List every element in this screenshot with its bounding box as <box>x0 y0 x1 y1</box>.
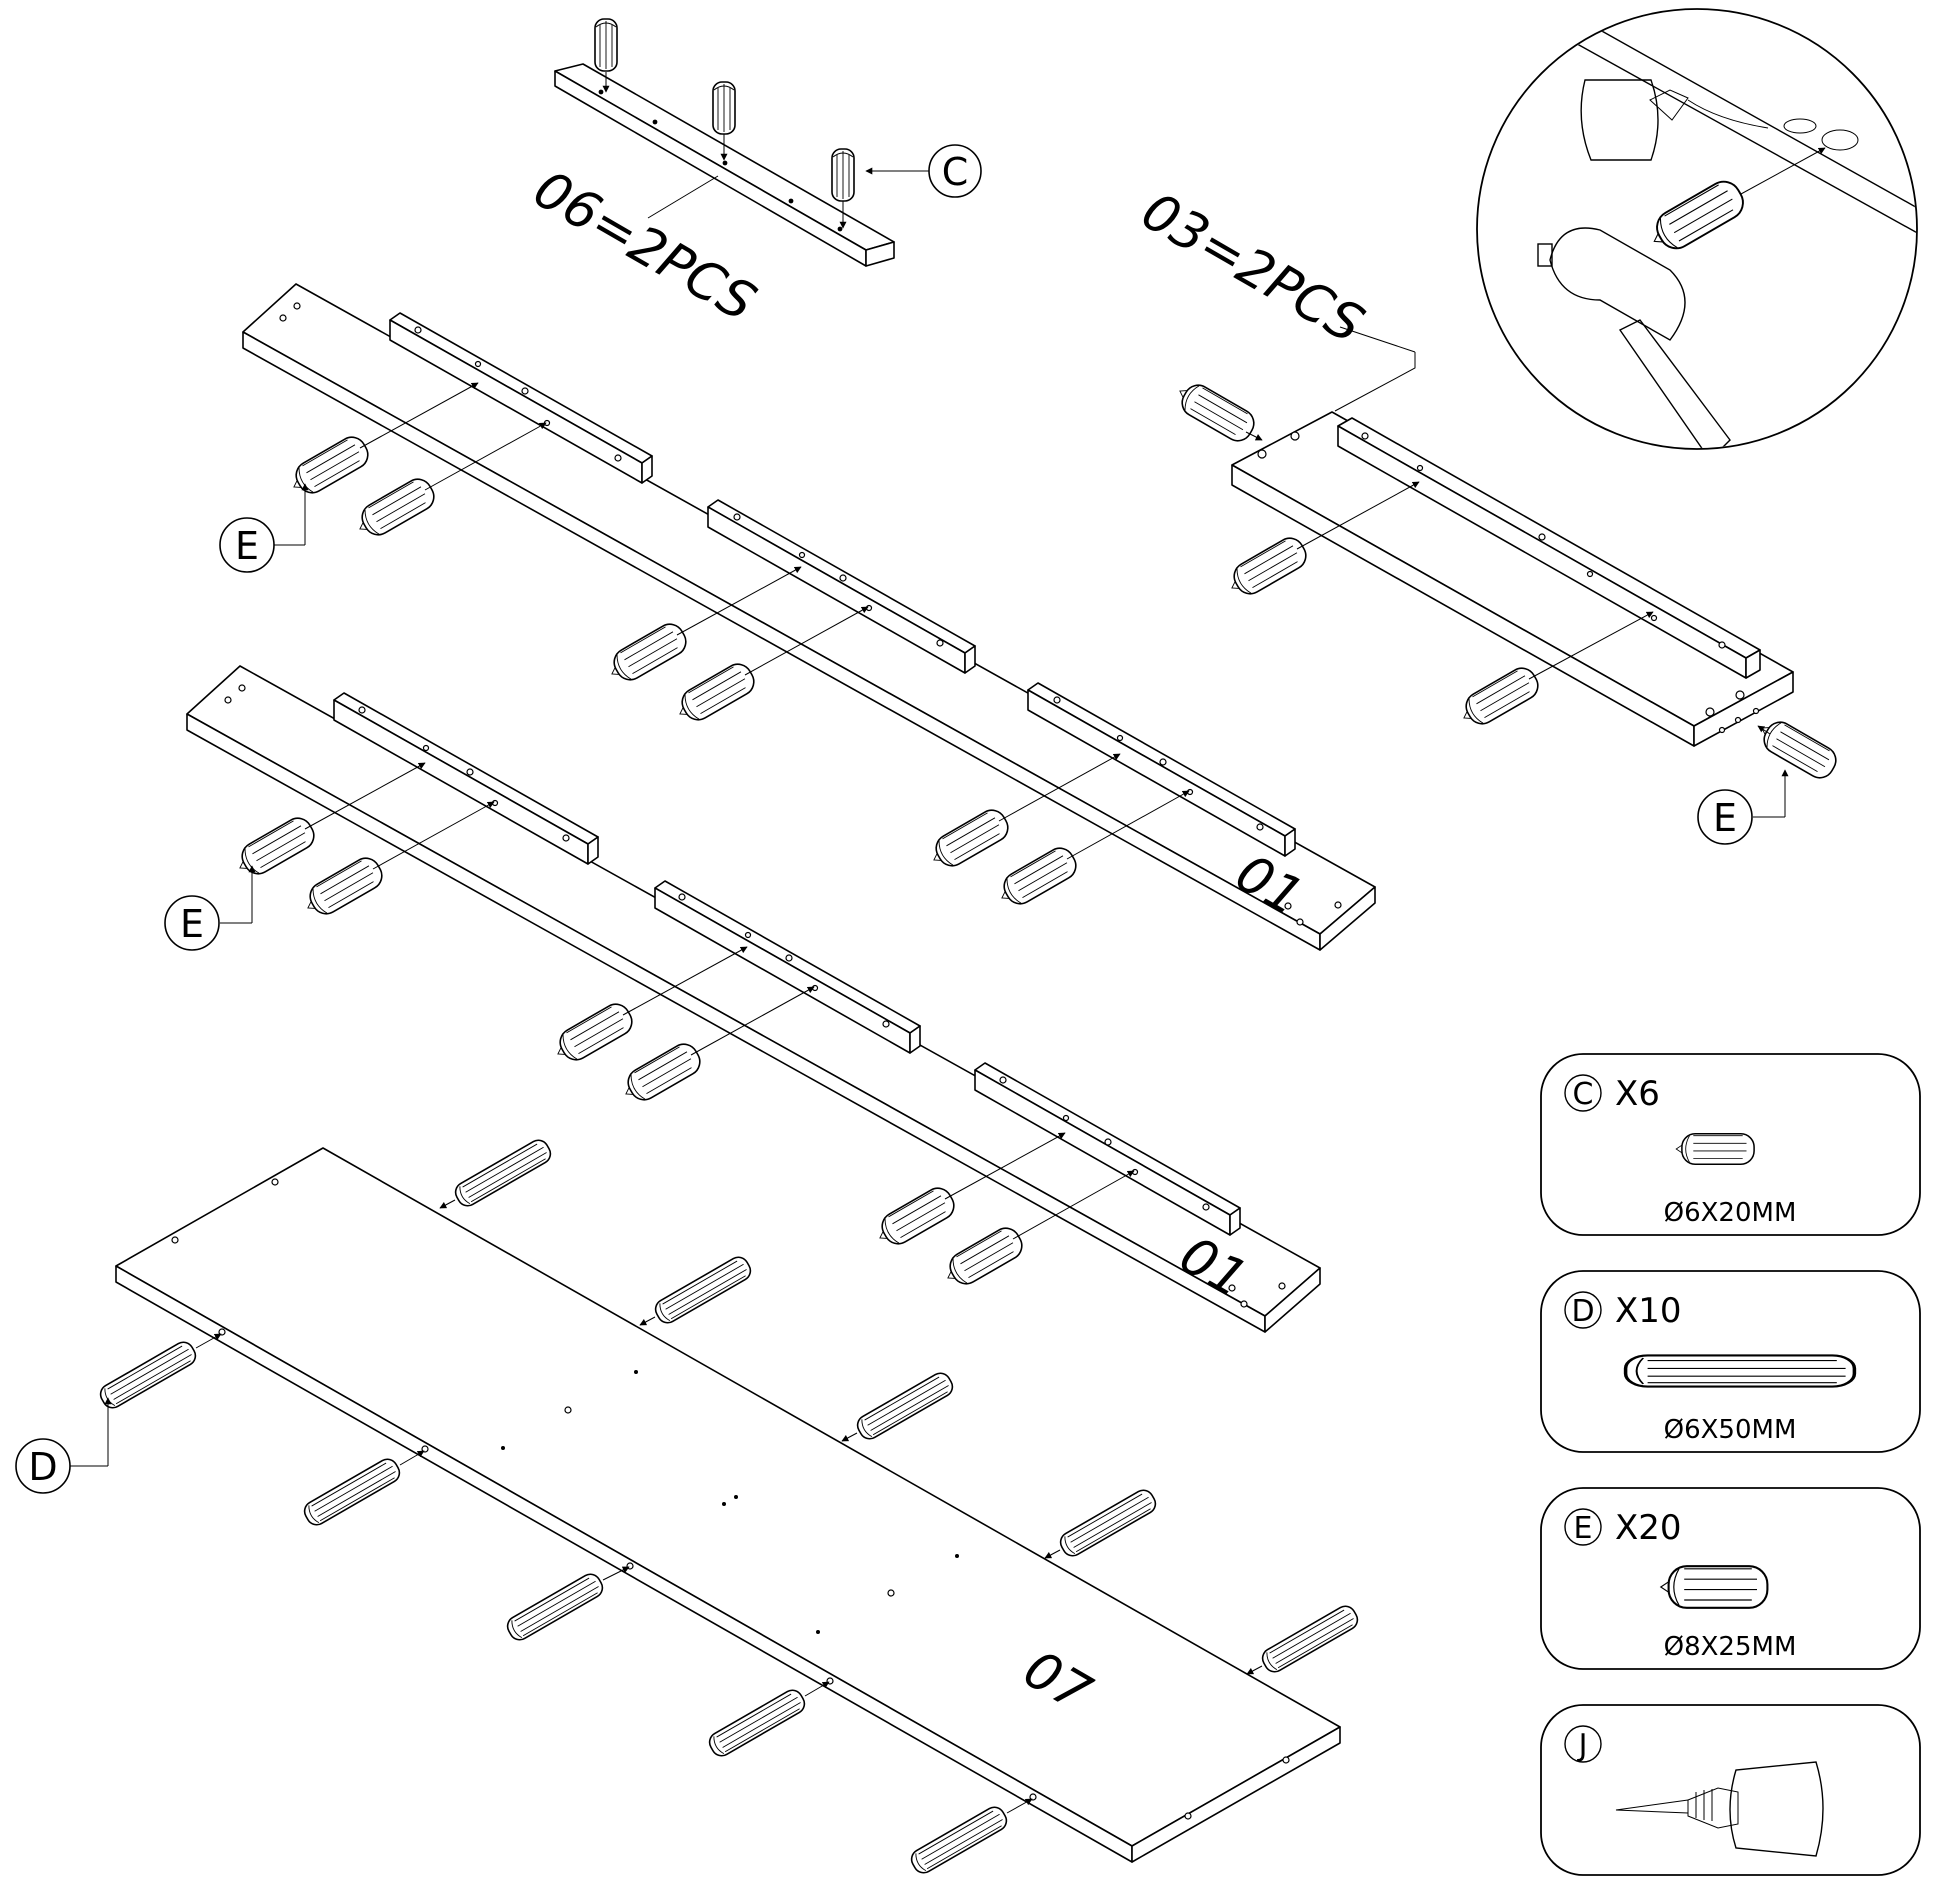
short-dowel-icon <box>1675 1133 1755 1165</box>
legend-j-letter: J <box>1577 1728 1588 1763</box>
thick-dowel-icon <box>1659 1565 1769 1609</box>
part-03-label: 03=2PCS <box>1132 181 1374 355</box>
e-dowel-icon <box>351 473 440 544</box>
d-dowel-icon <box>300 1454 404 1530</box>
legend-e-letter: E <box>1574 1511 1593 1546</box>
legend-card-d: D X10 Ø6X50MM <box>1540 1270 1921 1453</box>
panel-01-upper: 01 <box>242 283 1376 951</box>
glue-detail <box>1476 8 1918 450</box>
legend-e-qty: X20 <box>1615 1508 1682 1548</box>
lower-panel-dowels <box>231 762 1135 1293</box>
e-dowel-icon <box>285 431 374 502</box>
panel-01-lower: 01 <box>186 665 1321 1333</box>
e-dowel-icon <box>871 1182 960 1253</box>
c-dowel-icon <box>594 18 618 72</box>
c-dowel-icon <box>831 148 855 202</box>
legend-c-letter: C <box>1573 1077 1594 1112</box>
legend-d-size: Ø6X50MM <box>1664 1415 1797 1445</box>
panel-07-dowels <box>96 1135 1362 1878</box>
legend-d-letter: D <box>1571 1294 1594 1329</box>
callout-c: C <box>865 144 982 198</box>
callout-e-lower: E <box>164 865 256 951</box>
e-dowel-icon <box>603 618 692 689</box>
d-dowel-icon <box>1056 1485 1160 1561</box>
legend-card-j: J <box>1540 1704 1921 1876</box>
e-dowel-icon <box>939 1222 1028 1293</box>
panel-07: 07 <box>115 1147 1341 1863</box>
long-dowel-icon <box>1623 1353 1857 1389</box>
e-dowel-icon <box>993 842 1082 913</box>
e-dowel-icon <box>299 852 388 923</box>
legend-card-c: C X6 Ø6X20MM <box>1540 1053 1921 1236</box>
e-dowel-icon <box>1223 532 1312 603</box>
upper-panel-dowels <box>285 382 1190 913</box>
callout-e-lower-label: E <box>180 902 204 946</box>
d-dowel-icon <box>651 1252 755 1328</box>
e-dowel-icon <box>231 812 320 883</box>
d-dowel-icon <box>96 1337 200 1413</box>
d-dowel-icon <box>451 1135 555 1211</box>
e-dowel-icon <box>671 658 760 729</box>
callout-e-upper: E <box>219 483 309 573</box>
legend-card-e: E X20 Ø8X25MM <box>1540 1487 1921 1670</box>
callout-c-label: C <box>942 150 969 194</box>
d-dowel-icon <box>907 1802 1011 1878</box>
legend-c-qty: X6 <box>1615 1074 1660 1114</box>
d-dowel-icon <box>1258 1601 1362 1677</box>
callout-d: D <box>15 1397 112 1494</box>
callout-e-upper-label: E <box>235 524 259 568</box>
legend-c-size: Ø6X20MM <box>1664 1198 1797 1228</box>
d-dowel-icon <box>503 1569 607 1645</box>
e-dowel-icon <box>1455 662 1544 733</box>
legend-d-qty: X10 <box>1615 1291 1682 1331</box>
d-dowel-icon <box>705 1685 809 1761</box>
callout-e-right: E <box>1697 769 1789 845</box>
legend-e-size: Ø8X25MM <box>1664 1632 1797 1662</box>
e-dowel-icon <box>1753 713 1842 784</box>
rail-06: 06=2PCS <box>524 18 895 333</box>
callout-e-right-label: E <box>1713 796 1737 840</box>
e-dowel-icon <box>549 998 638 1069</box>
callout-d-label: D <box>28 1445 57 1489</box>
glue-bottle-icon <box>1615 1761 1824 1857</box>
e-dowel-icon <box>925 804 1014 875</box>
c-dowel-icon <box>712 81 736 135</box>
e-dowel-icon <box>617 1038 706 1109</box>
e-dowel-icon <box>1171 376 1260 447</box>
d-dowel-icon <box>853 1368 957 1444</box>
